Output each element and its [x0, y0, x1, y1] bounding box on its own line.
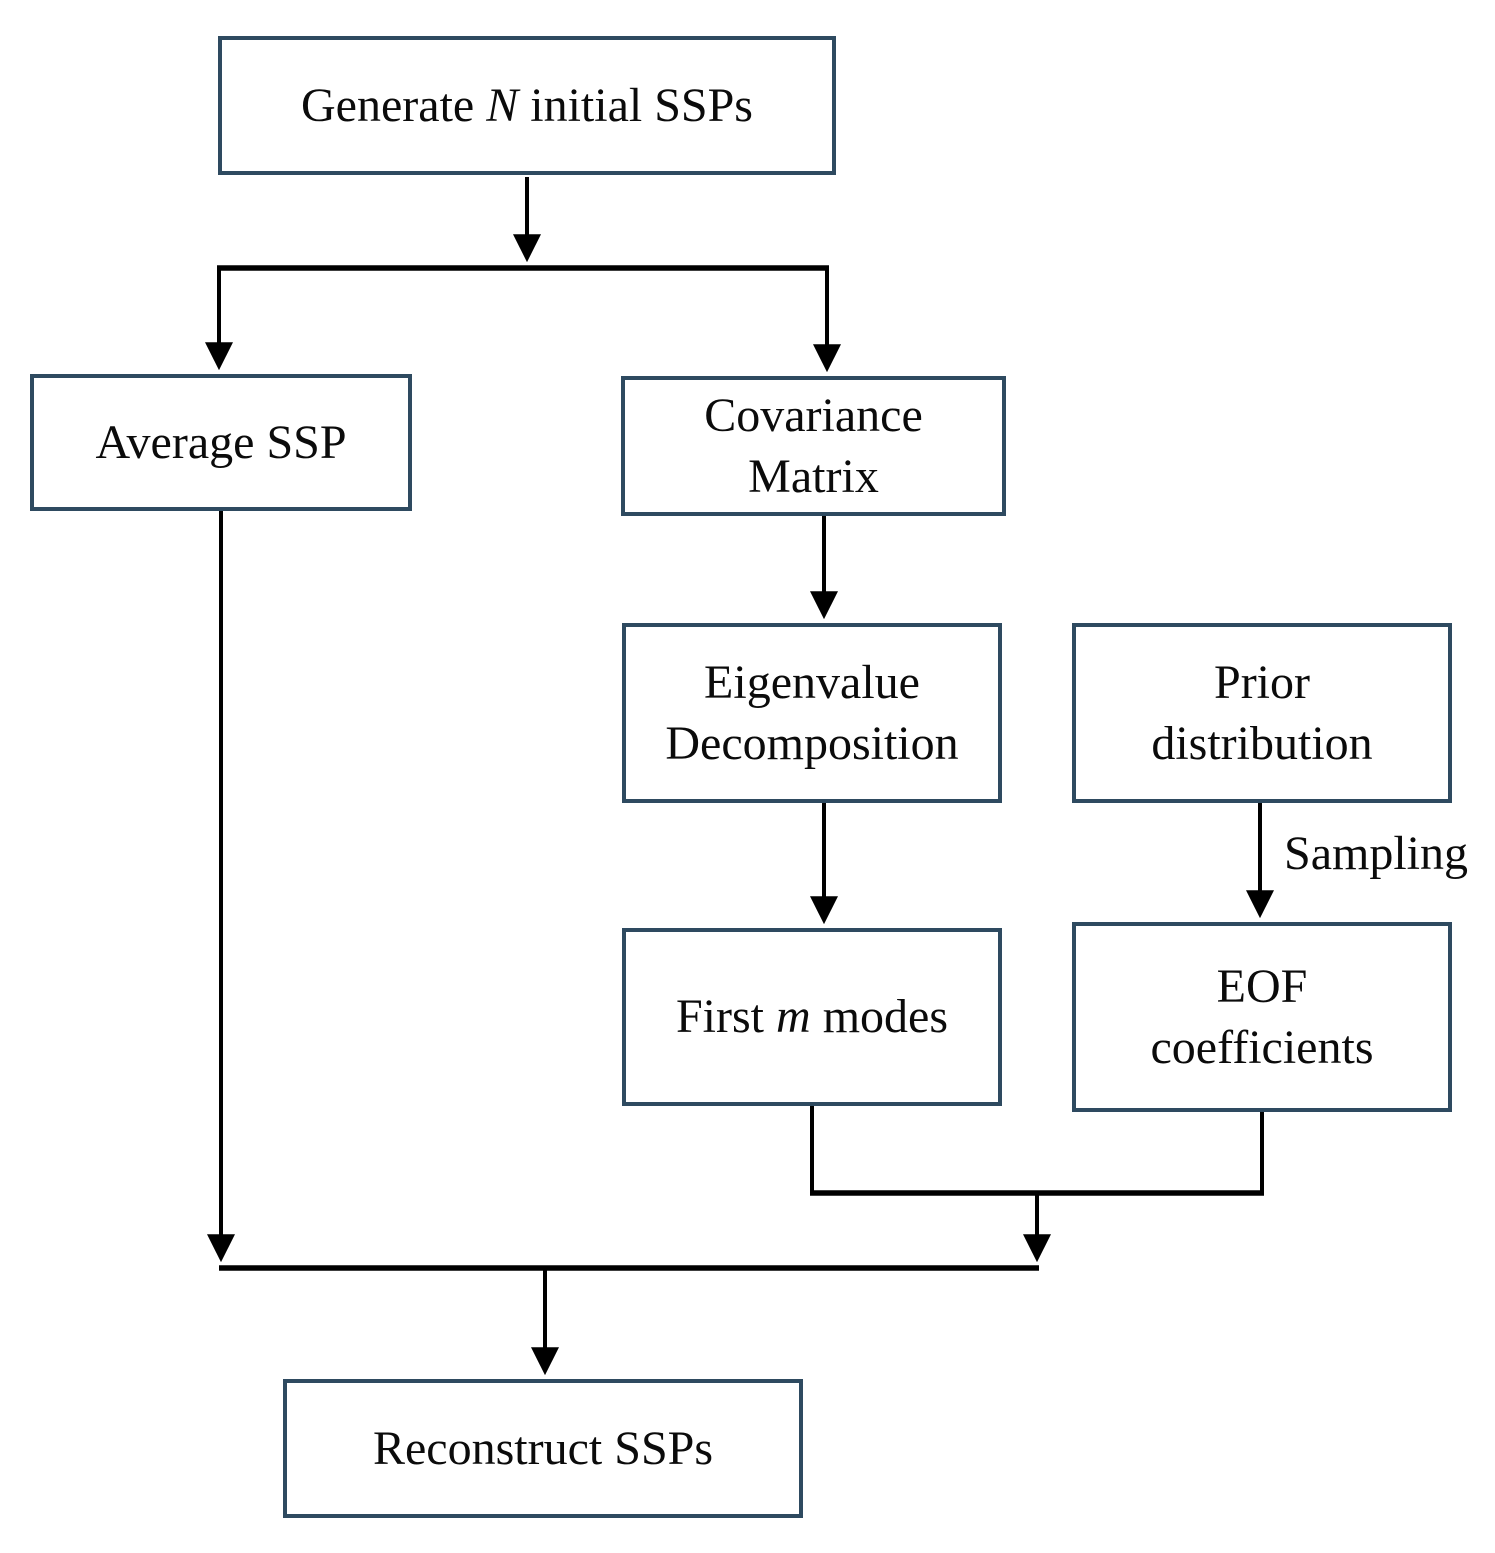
node-generate-initial-ssps: Generate N initial SSPs	[218, 36, 836, 175]
node-eof-coefficients: EOF coefficients	[1072, 922, 1452, 1112]
node-label-line2: Matrix	[748, 450, 879, 503]
node-covariance-matrix: Covariance Matrix	[621, 376, 1006, 516]
edge-label-sampling: Sampling	[1284, 827, 1469, 880]
node-reconstruct-ssps: Reconstruct SSPs	[283, 1379, 803, 1518]
node-eigenvalue-decomposition: Eigenvalue Decomposition	[622, 623, 1002, 803]
node-label: Generate N initial SSPs	[301, 78, 753, 132]
node-label: Reconstruct SSPs	[372, 1421, 714, 1475]
node-prior-distribution: Prior distribution	[1072, 623, 1452, 803]
node-label-line2: coefficients	[1150, 1021, 1374, 1074]
node-first-m-modes: First m modes	[622, 928, 1002, 1106]
node-label-line1: EOF	[1216, 959, 1308, 1013]
node-label-line1: Eigenvalue	[704, 655, 920, 709]
node-label-line1: Prior	[1214, 655, 1310, 709]
node-label: First m modes	[675, 990, 949, 1044]
node-label: Average SSP	[95, 415, 347, 469]
node-label-line1: Covariance	[704, 388, 923, 442]
node-label-line2: Decomposition	[665, 717, 959, 770]
node-label-line2: distribution	[1151, 717, 1373, 770]
node-average-ssp: Average SSP	[30, 374, 412, 511]
